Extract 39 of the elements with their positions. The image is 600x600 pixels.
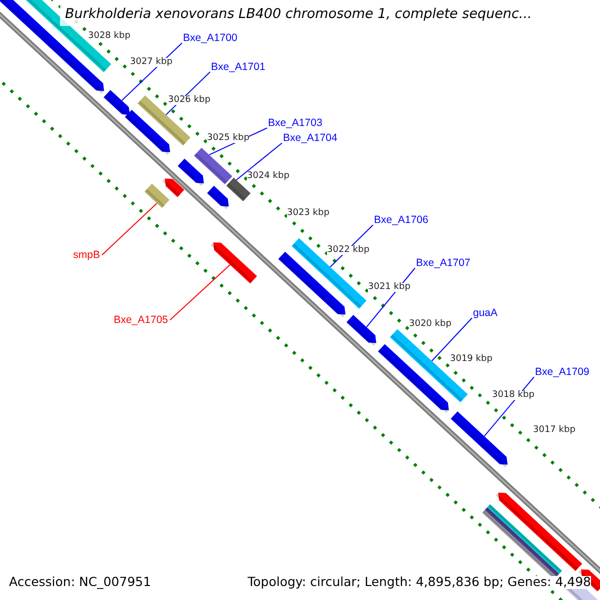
tick-label: 3017 kbp (533, 426, 576, 435)
gene-label: guaA (473, 308, 498, 318)
gene-label: Bxe_A1704 (283, 133, 338, 144)
tick-label: 3025 kbp (207, 134, 250, 143)
tick-label: 3027 kbp (130, 58, 172, 67)
tick-label: 3022 kbp (327, 246, 370, 255)
summary-text: Topology: circular; Length: 4,895,836 bp; Genes: 4,498 (248, 576, 591, 588)
tick-label: 3021 kbp (368, 283, 410, 292)
leader-line (170, 264, 230, 320)
tick-label: 3023 kbp (287, 209, 330, 218)
gene-label: Bxe_A1709 (535, 367, 590, 378)
leader-line (484, 376, 534, 437)
gene-block (178, 148, 232, 186)
gene-block (124, 95, 190, 155)
gene-label: Bxe_A1707 (416, 258, 470, 268)
gene-block (144, 178, 184, 208)
tick-label: 3018 kbp (492, 391, 534, 400)
leader-line (236, 142, 282, 180)
gene-block (104, 90, 130, 118)
tick-label: 3020 kbp (409, 320, 452, 329)
tick-label: 3024 kbp (247, 172, 290, 181)
leader-line (121, 42, 182, 101)
gene-block (210, 242, 257, 284)
gene-label: Bxe_A1701 (211, 62, 266, 72)
tick-label: 3028 kbp (88, 32, 130, 41)
leader-line (102, 202, 158, 256)
tick-label: 3019 kbp (450, 355, 492, 364)
gene-label: Bxe_A1703 (268, 118, 322, 128)
gene-block (450, 411, 508, 468)
gene-label: Bxe_A1705 (114, 314, 168, 326)
accession-text: Accession: NC_007951 (9, 576, 152, 588)
leader-line (431, 318, 472, 362)
gene-block (207, 178, 251, 210)
gene-label: Bxe_A1706 (374, 215, 428, 226)
leader-line (366, 268, 416, 328)
tick-label: 3026 kbp (168, 96, 210, 105)
gene-label: Bxe_A1700 (183, 33, 238, 44)
gene-label: smpB (73, 250, 100, 260)
gene-block (346, 314, 376, 346)
